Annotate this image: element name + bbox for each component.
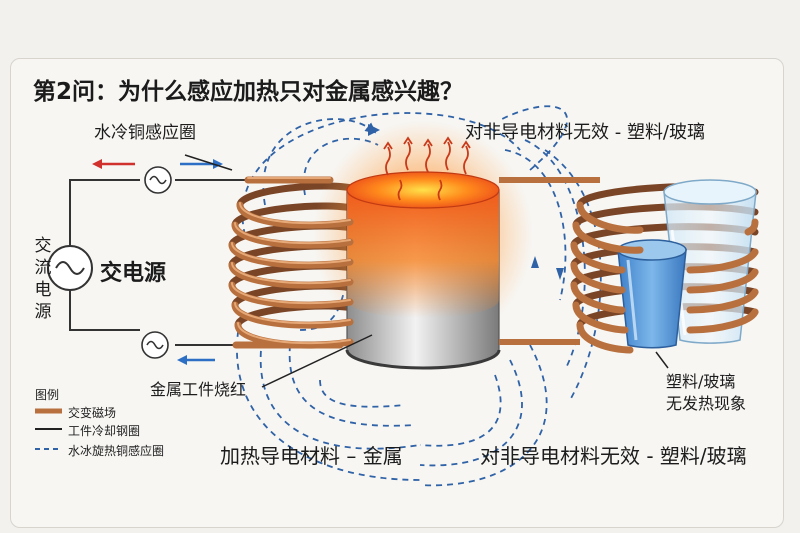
power-vertical-char: 交 [34, 236, 52, 256]
legend-title: 图例 [35, 388, 60, 402]
no-heat-label-line1: 塑料/玻璃 [666, 372, 736, 391]
ac-symbol-top-icon [144, 166, 172, 194]
nonconductive-top-label: 对非导电材料无效 - 塑料/玻璃 [465, 122, 706, 143]
legend-swatches [35, 408, 62, 450]
ac-power-source-icon [47, 245, 93, 291]
connector-copper-wire [499, 177, 600, 345]
power-source-label: 交电源 [100, 261, 167, 286]
ac-symbol-bottom-icon [141, 331, 169, 359]
no-heat-label-line2: 无发热现象 [666, 394, 747, 413]
heat-rising-arrows-icon [383, 136, 471, 201]
power-vertical-label: 交 流 电 源 [30, 235, 56, 323]
legend-item-cooling: 工件冷却钢圈 [68, 424, 141, 438]
coil-label: 水冷铜感应圈 [94, 123, 196, 143]
workpiece-label: 金属工件烧红 [150, 380, 247, 399]
right-copper-coil-front [570, 201, 759, 354]
current-arrows-icon [92, 159, 223, 365]
power-vertical-char: 流 [34, 258, 52, 278]
legend-item-field: 交变磁场 [68, 406, 117, 420]
power-vertical-char: 源 [34, 302, 52, 322]
power-vertical-char: 电 [34, 280, 52, 300]
plastic-cup [617, 239, 687, 349]
metal-workpiece [345, 171, 501, 370]
pointer-lines [184, 154, 669, 388]
page-title: 第2问：为什么感应加热只对金属感兴趣？ [33, 79, 464, 105]
field-arrowheads-icon [368, 124, 564, 280]
left-copper-coil-front [228, 176, 354, 349]
legend-item-coil: 水冰旋热铜感应圈 [68, 444, 165, 458]
nonconductive-bottom-label: 对非导电材料无效 - 塑料/玻璃 [480, 444, 747, 468]
heating-label: 加热导电材料 – 金属 [220, 444, 403, 468]
